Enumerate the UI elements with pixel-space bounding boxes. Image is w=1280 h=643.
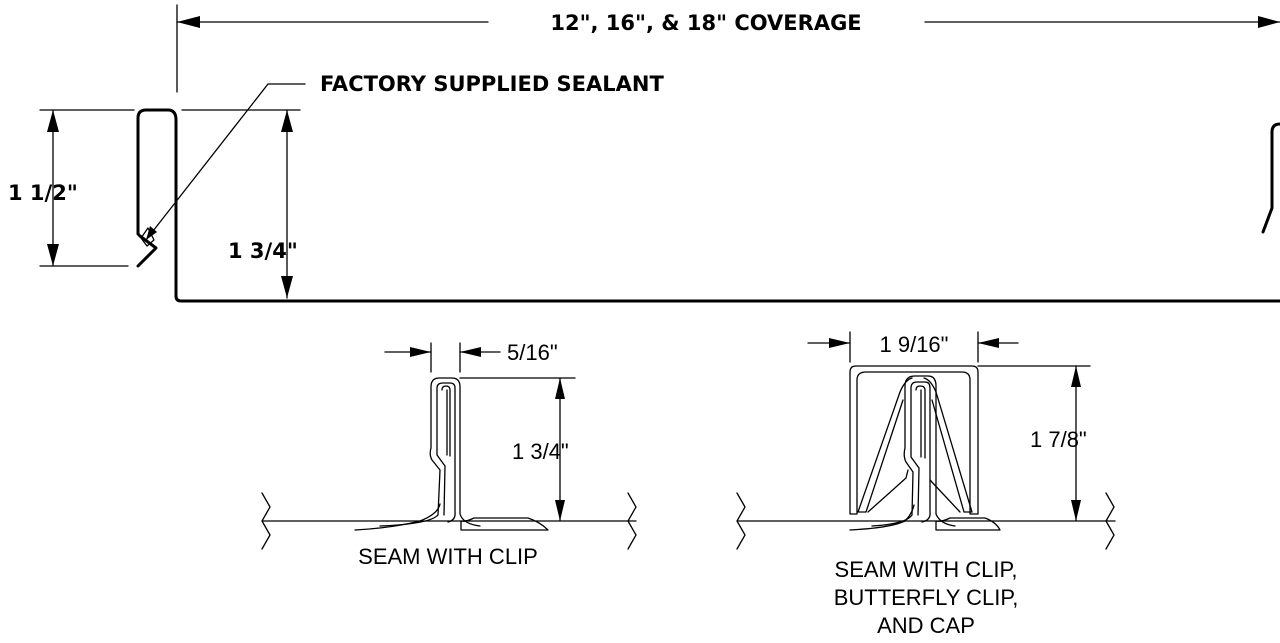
seam1-height-arrow-bottom bbox=[555, 500, 565, 521]
seam1-clip-left-flange bbox=[354, 503, 441, 531]
seam-with-cap-detail: 1 9/16" 1 7/8" SEAM WITH CLIP, BUTTERFLY… bbox=[736, 331, 1116, 638]
panel-height-arrow-top bbox=[281, 110, 293, 132]
seam2-butterfly-mid bbox=[867, 469, 961, 513]
seam2-break-right bbox=[1105, 492, 1115, 550]
seam-with-clip-detail: 5/16" 1 3/4" SEAM WITH CLIP bbox=[261, 340, 637, 569]
panel-right-rib bbox=[1261, 122, 1280, 234]
seam1-width-label: 5/16" bbox=[507, 340, 558, 365]
seam2-outer-profile bbox=[871, 375, 956, 527]
sealant-leader bbox=[145, 83, 306, 241]
seam1-height-label: 1 3/4" bbox=[512, 439, 569, 464]
seam2-height-arrow-bottom bbox=[1071, 500, 1081, 521]
seam2-height-arrow-top bbox=[1071, 366, 1081, 387]
seam2-butterfly-left bbox=[857, 377, 913, 513]
coverage-arrow-right bbox=[1258, 16, 1280, 28]
seam1-inner-profile bbox=[436, 382, 456, 523]
seam2-break-left bbox=[736, 492, 746, 550]
seam2-width-arrow-left bbox=[829, 338, 850, 348]
seam1-hook bbox=[441, 385, 451, 457]
seam1-width-arrow-right bbox=[460, 347, 481, 357]
rib-height-arrow-bottom bbox=[47, 244, 59, 266]
seam1-width-arrow-left bbox=[410, 347, 431, 357]
coverage-label: 12", 16", & 18" COVERAGE bbox=[550, 11, 861, 35]
seam1-caption: SEAM WITH CLIP bbox=[358, 544, 538, 569]
sealant-leader-arrow bbox=[146, 226, 157, 240]
sealant-label: FACTORY SUPPLIED SEALANT bbox=[320, 72, 664, 96]
rib-height-label: 1 1/2" bbox=[8, 181, 78, 205]
seam2-caption-line-3: AND CAP bbox=[877, 613, 975, 638]
panel-profile: 12", 16", & 18" COVERAGE FACTORY SUPPLIE… bbox=[8, 4, 1280, 303]
seam2-width-label: 1 9/16" bbox=[880, 332, 949, 357]
seam2-hook bbox=[915, 385, 926, 459]
sealant-blob bbox=[140, 227, 155, 247]
seam2-caption-line-1: SEAM WITH CLIP, bbox=[835, 557, 1018, 582]
panel-height-arrow-bottom bbox=[281, 276, 293, 298]
seam2-height-label: 1 7/8" bbox=[1030, 427, 1087, 452]
seam1-clip-right-flange bbox=[460, 517, 549, 531]
seam2-width-arrow-right bbox=[978, 338, 999, 348]
seam2-inner-profile bbox=[910, 381, 931, 523]
seam1-break-right bbox=[627, 492, 637, 550]
panel-height-label: 1 3/4" bbox=[228, 239, 298, 263]
seam1-outer-profile bbox=[379, 377, 481, 527]
seam1-height-arrow-top bbox=[555, 378, 565, 399]
seam1-break-left bbox=[261, 492, 271, 550]
coverage-arrow-left bbox=[177, 16, 200, 28]
seam2-butterfly-right bbox=[923, 377, 973, 513]
panel-rib-outline bbox=[136, 108, 1280, 303]
rib-height-arrow-top bbox=[47, 110, 59, 132]
seam2-caption-line-2: BUTTERFLY CLIP, bbox=[834, 585, 1019, 610]
seam2-cap bbox=[849, 365, 979, 515]
